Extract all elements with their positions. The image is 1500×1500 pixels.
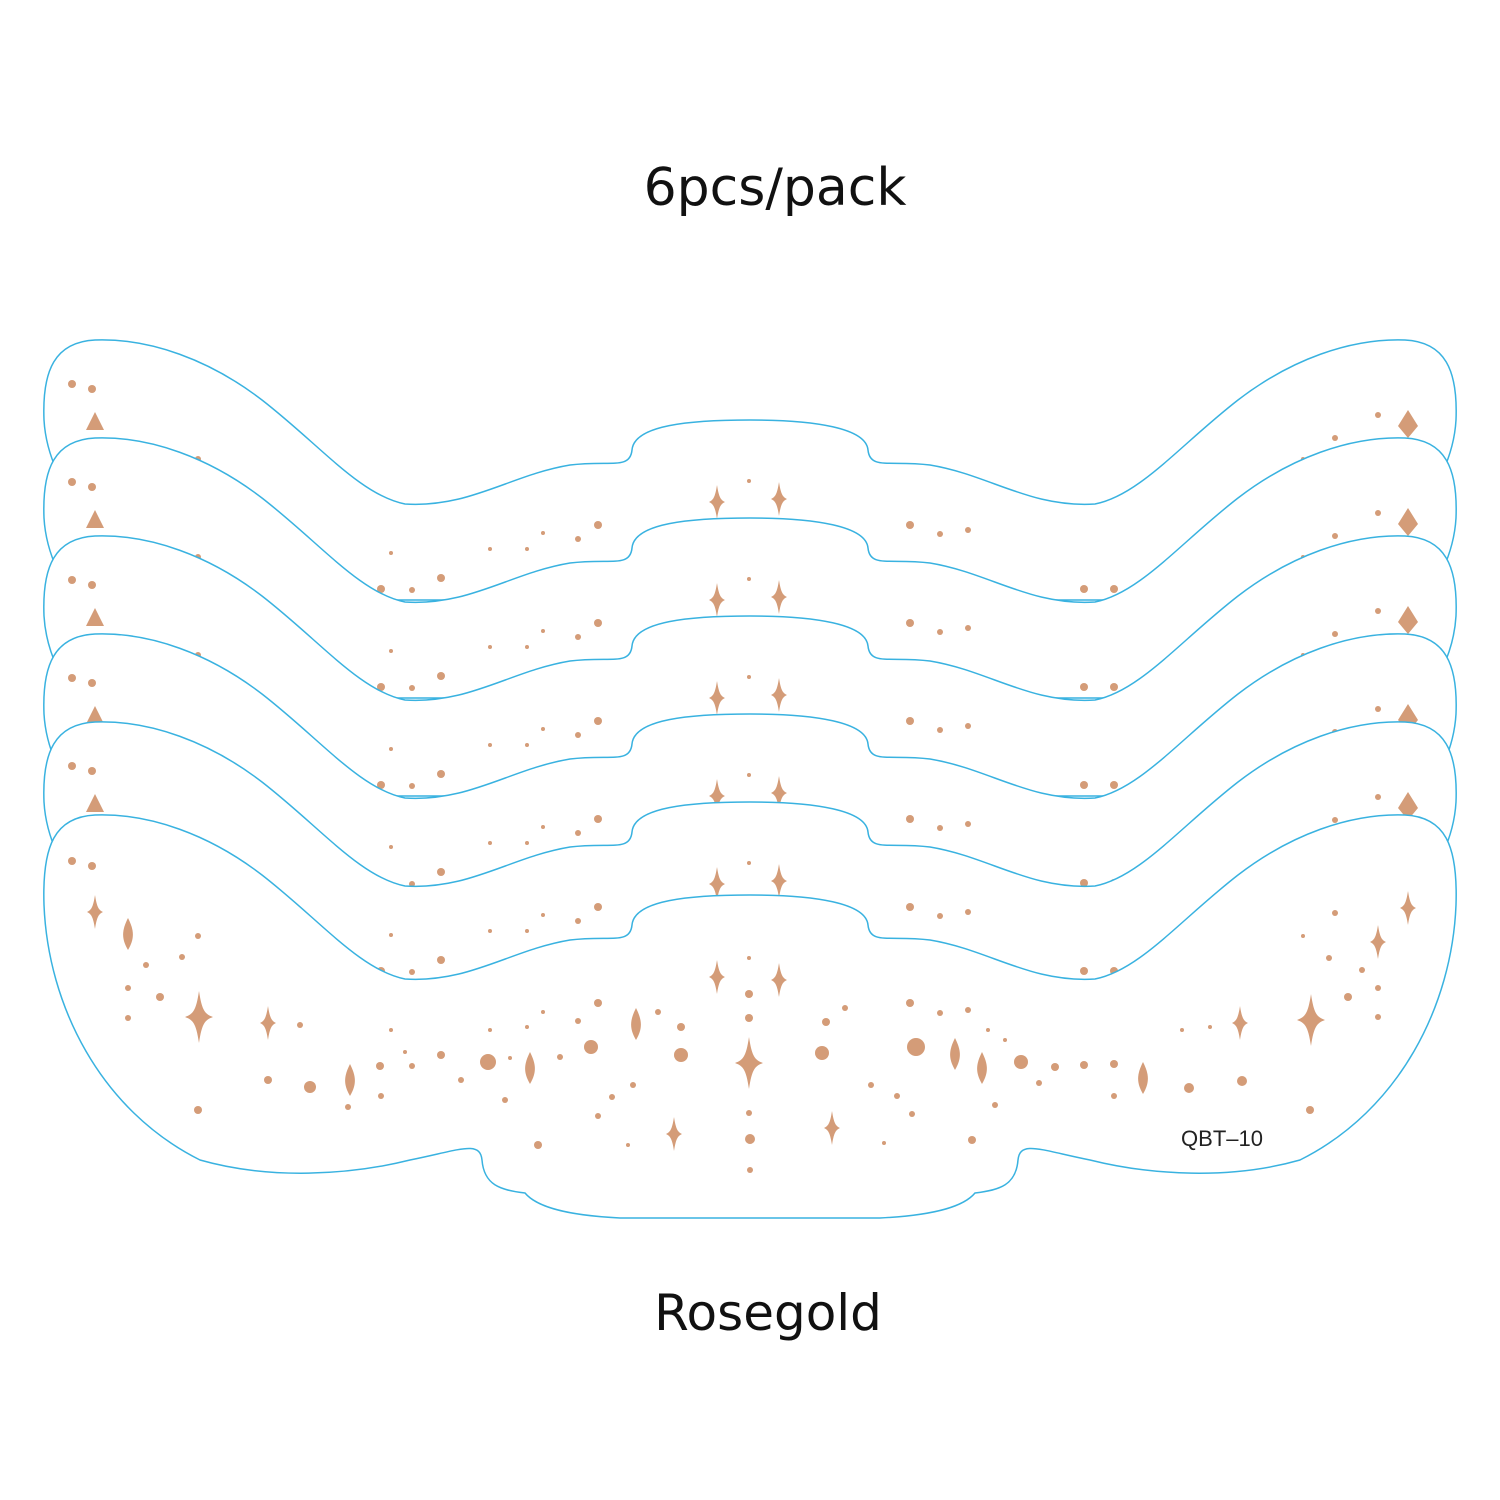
sticker-front: QBT–10	[43, 814, 1457, 1219]
sticker-front-decorations	[68, 857, 1416, 1173]
pack-quantity-label: 6pcs/pack	[643, 158, 907, 218]
model-code-label: QBT–10	[1181, 1126, 1263, 1151]
color-variant-label: Rosegold	[654, 1284, 882, 1342]
